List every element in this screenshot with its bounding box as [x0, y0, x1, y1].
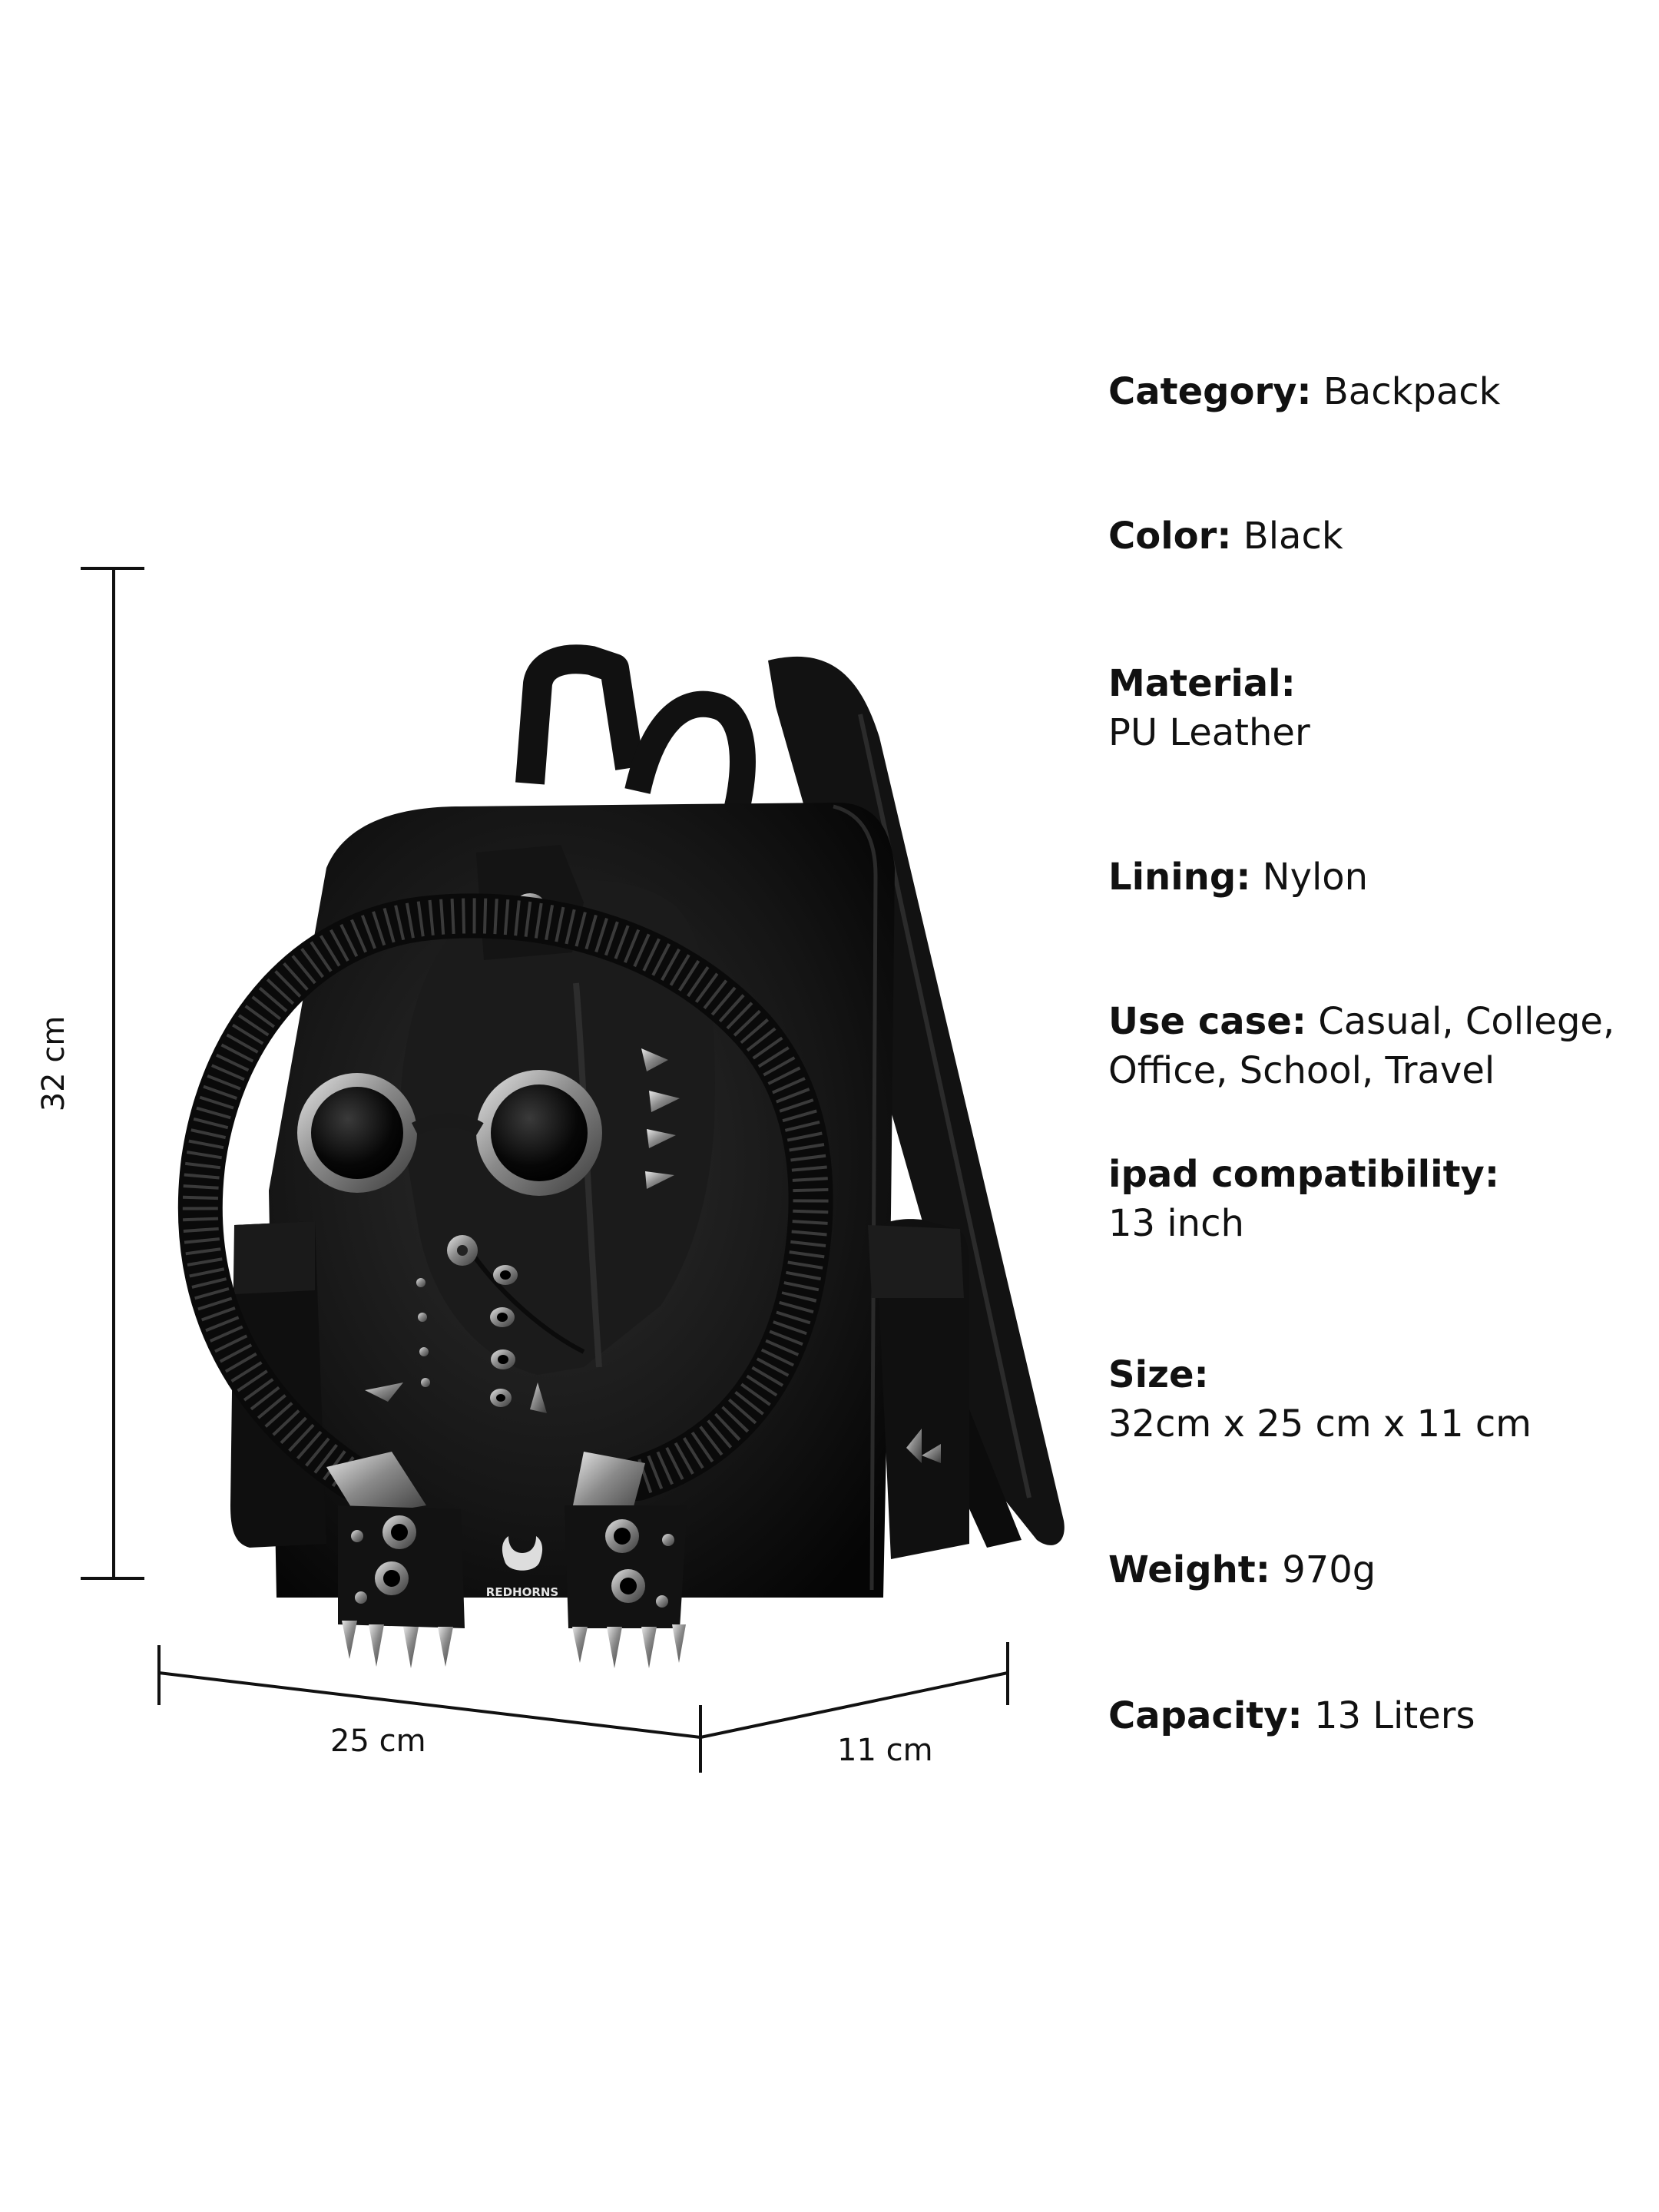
- spec-use-case: Use case: Casual, College, Office, Schoo…: [1108, 997, 1646, 1095]
- spec-key: Category:: [1108, 370, 1312, 413]
- hose-fittings: [326, 1452, 645, 1521]
- brand-logo-text: REDHORNS: [486, 1585, 558, 1599]
- side-spikes: [641, 1048, 680, 1189]
- spec-value: 970g: [1282, 1548, 1376, 1591]
- base-dimension-lines: [157, 1642, 1009, 1773]
- spec-key: Use case:: [1108, 1000, 1306, 1043]
- bottom-spikes: [342, 1621, 686, 1668]
- spec-material: Material: PU Leather: [1108, 659, 1646, 757]
- spec-color: Color: Black: [1108, 512, 1646, 561]
- spec-value: Nylon: [1262, 856, 1369, 899]
- grommet-column: [416, 1265, 518, 1407]
- spec-value: PU Leather: [1108, 711, 1310, 754]
- height-dimension-label: 32 cm: [36, 1015, 71, 1112]
- spec-capacity: Capacity: 13 Liters: [1108, 1691, 1646, 1740]
- spec-key: Capacity:: [1108, 1694, 1303, 1737]
- spec-value: 13 inch: [1108, 1202, 1244, 1245]
- spec-key: Material:: [1108, 662, 1296, 705]
- spec-weight: Weight: 970g: [1108, 1545, 1646, 1594]
- spec-value: 32cm x 25 cm x 11 cm: [1108, 1402, 1532, 1445]
- spec-value: 13 Liters: [1313, 1694, 1475, 1737]
- spec-value: Backpack: [1323, 370, 1501, 413]
- width-dimension-label: 25 cm: [330, 1724, 426, 1759]
- backpack: REDHORNS: [177, 644, 1065, 1668]
- spec-key: Color:: [1108, 515, 1232, 558]
- spec-ipad-compatibility: ipad compatibility: 13 inch: [1108, 1150, 1646, 1248]
- spec-key: ipad compatibility:: [1108, 1153, 1500, 1196]
- spec-key: Weight:: [1108, 1548, 1270, 1591]
- lower-straps: [338, 1505, 687, 1628]
- spec-size: Size: 32cm x 25 cm x 11 cm: [1108, 1350, 1646, 1449]
- spec-category: Category: Backpack: [1108, 367, 1646, 416]
- spec-key: Lining:: [1108, 856, 1251, 899]
- center-gear: [447, 1235, 478, 1266]
- spec-value: Casual, College, Office, School, Travel: [1108, 1000, 1615, 1092]
- spec-value: Black: [1243, 515, 1343, 558]
- depth-dimension-label: 11 cm: [837, 1733, 933, 1768]
- height-dimension-line: [81, 567, 144, 1580]
- goggles: [297, 1070, 602, 1196]
- spec-key: Size:: [1108, 1353, 1209, 1396]
- spec-lining: Lining: Nylon: [1108, 853, 1646, 902]
- brand-logo: REDHORNS: [486, 1536, 558, 1599]
